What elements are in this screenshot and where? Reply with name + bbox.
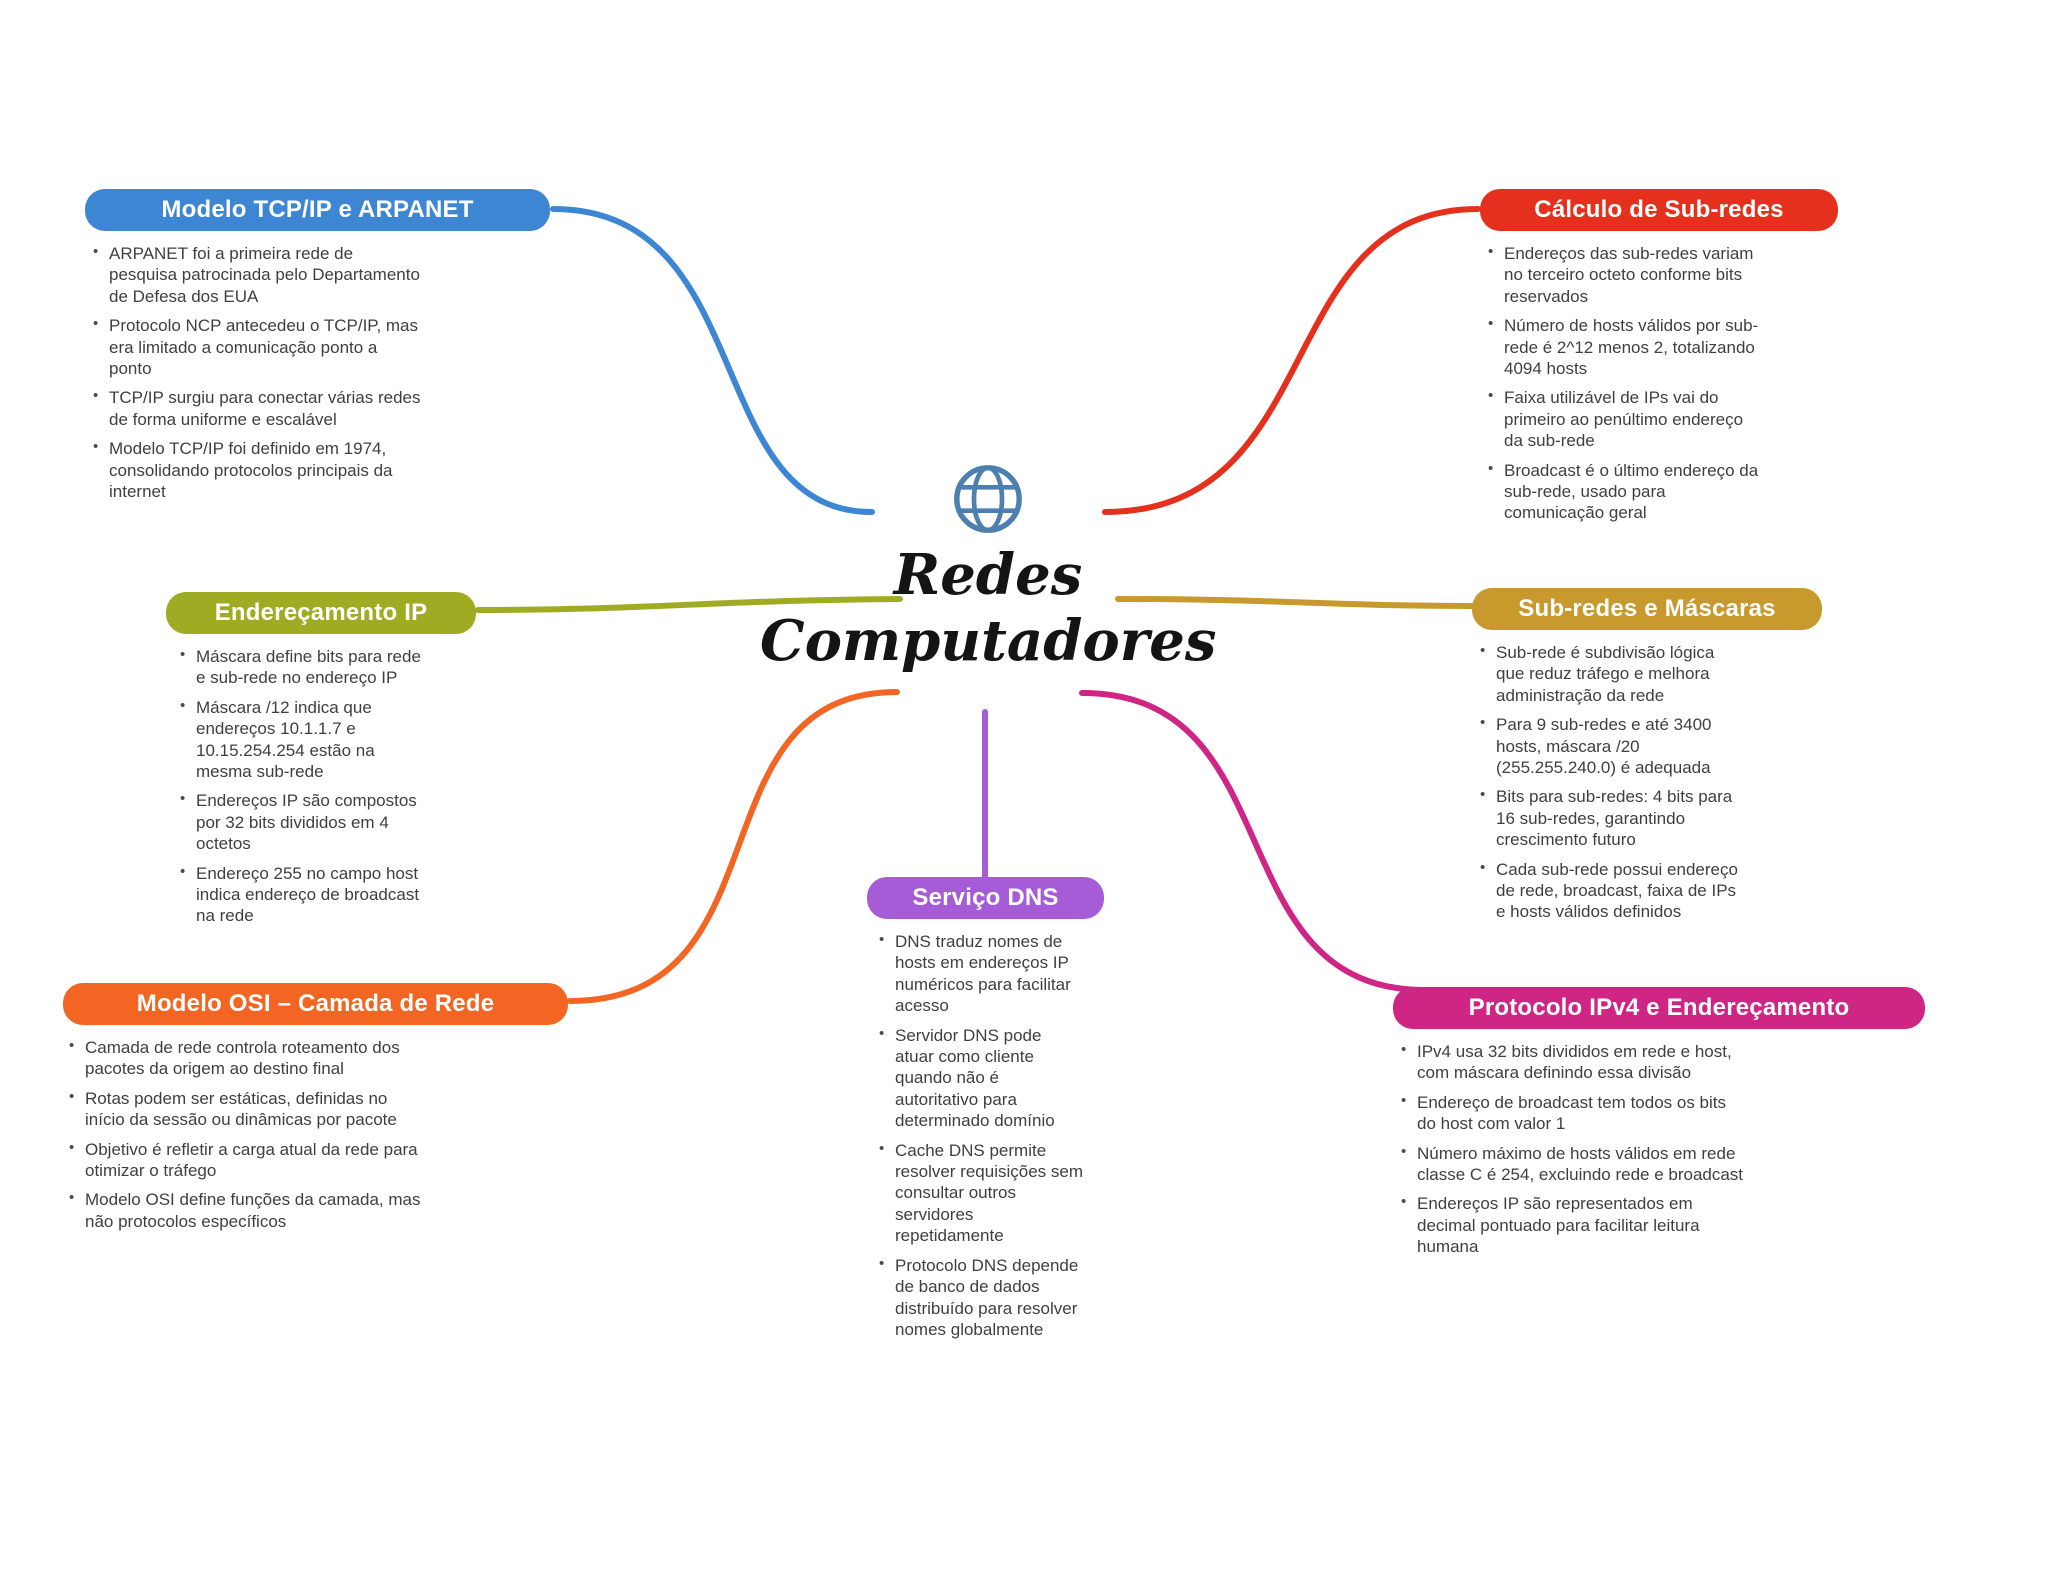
branch-pill-modelo-osi-camada-rede: Modelo OSI – Camada de Rede [63,983,568,1025]
branch-modelo-osi-camada-rede: Modelo OSI – Camada de Rede Camada de re… [63,983,568,1240]
connector-calculo [1102,206,1481,515]
branch-sub-redes-mascaras: Sub-redes e Máscaras Sub-rede é subdivis… [1472,588,1822,931]
bullet-item: Broadcast é o último endereço da sub-red… [1488,460,1760,524]
bullet-item: Sub-rede é subdivisão lógica que reduz t… [1480,642,1738,706]
branch-pill-sub-redes-mascaras: Sub-redes e Máscaras [1472,588,1822,630]
bullet-item: Endereço de broadcast tem todos os bits … [1401,1092,1749,1135]
center-title-line1: Redes [893,542,1083,608]
bullet-item: Cache DNS permite resolver requisições s… [879,1140,1084,1247]
bullet-item: Objetivo é refletir a carga atual da red… [69,1139,421,1182]
connector-ipv4 [1079,690,1428,993]
bullet-item: Camada de rede controla roteamento dos p… [69,1037,421,1080]
bullet-item: Protocolo DNS depende de banco de dados … [879,1255,1084,1341]
bullet-item: Servidor DNS pode atuar como cliente qua… [879,1025,1084,1132]
branch-pill-modelo-tcpip-arpanet: Modelo TCP/IP e ARPANET [85,189,550,231]
bullet-list-enderecamento-ip: Máscara define bits para rede e sub-rede… [180,646,425,927]
branch-pill-protocolo-ipv4: Protocolo IPv4 e Endereçamento [1393,987,1925,1029]
bullet-item: Modelo TCP/IP foi definido em 1974, cons… [93,438,423,502]
bullet-item: Bits para sub-redes: 4 bits para 16 sub-… [1480,786,1738,850]
branch-pill-servico-dns: Serviço DNS [867,877,1104,919]
bullet-item: TCP/IP surgiu para conectar várias redes… [93,387,423,430]
branch-pill-enderecamento-ip: Endereçamento IP [166,592,476,634]
bullet-item: Máscara define bits para rede e sub-rede… [180,646,425,689]
branch-pill-calculo-sub-redes: Cálculo de Sub-redes [1480,189,1838,231]
bullet-list-calculo-sub-redes: Endereços das sub-redes variam no tercei… [1488,243,1760,524]
branch-calculo-sub-redes: Cálculo de Sub-redes Endereços das sub-r… [1480,189,1838,532]
branch-protocolo-ipv4: Protocolo IPv4 e Endereçamento IPv4 usa … [1393,987,1925,1266]
bullet-item: Para 9 sub-redes e até 3400 hosts, másca… [1480,714,1738,778]
bullet-item: Faixa utilizável de IPs vai do primeiro … [1488,387,1760,451]
bullet-item: Máscara /12 indica que endereços 10.1.1.… [180,697,425,783]
bullet-item: Rotas podem ser estáticas, definidas no … [69,1088,421,1131]
center-title-line2: Computadores [760,608,1217,675]
bullet-item: ARPANET foi a primeira rede de pesquisa … [93,243,423,307]
connector-enderecamento-ip [475,596,903,613]
bullet-item: Cada sub-rede possui endereço de rede, b… [1480,859,1738,923]
connector-osi [567,689,900,1004]
branch-servico-dns: Serviço DNS DNS traduz nomes de hosts em… [867,877,1104,1348]
center-node: Redes Computadores [760,460,1216,674]
connector-sub-redes [1115,596,1475,609]
bullet-item: IPv4 usa 32 bits divididos em rede e hos… [1401,1041,1749,1084]
bullet-list-servico-dns: DNS traduz nomes de hosts em endereços I… [879,931,1084,1340]
bullet-list-modelo-osi-camada-rede: Camada de rede controla roteamento dos p… [69,1037,421,1232]
connector-tcpip [550,206,875,515]
branch-modelo-tcpip-arpanet: Modelo TCP/IP e ARPANET ARPANET foi a pr… [85,189,550,510]
globe-icon [760,460,1216,542]
bullet-item: Endereços IP são compostos por 32 bits d… [180,790,425,854]
bullet-item: Modelo OSI define funções da camada, mas… [69,1189,421,1232]
bullet-item: Número máximo de hosts válidos em rede c… [1401,1143,1749,1186]
bullet-item: DNS traduz nomes de hosts em endereços I… [879,931,1084,1017]
bullet-item: Protocolo NCP antecedeu o TCP/IP, mas er… [93,315,423,379]
bullet-item: Endereço 255 no campo host indica endere… [180,863,425,927]
bullet-item: Endereços das sub-redes variam no tercei… [1488,243,1760,307]
branch-enderecamento-ip: Endereçamento IP Máscara define bits par… [166,592,476,935]
bullet-list-sub-redes-mascaras: Sub-rede é subdivisão lógica que reduz t… [1480,642,1738,923]
bullet-item: Endereços IP são representados em decima… [1401,1193,1749,1257]
bullet-list-protocolo-ipv4: IPv4 usa 32 bits divididos em rede e hos… [1401,1041,1749,1258]
bullet-item: Número de hosts válidos por sub-rede é 2… [1488,315,1760,379]
bullet-list-modelo-tcpip-arpanet: ARPANET foi a primeira rede de pesquisa … [93,243,423,502]
